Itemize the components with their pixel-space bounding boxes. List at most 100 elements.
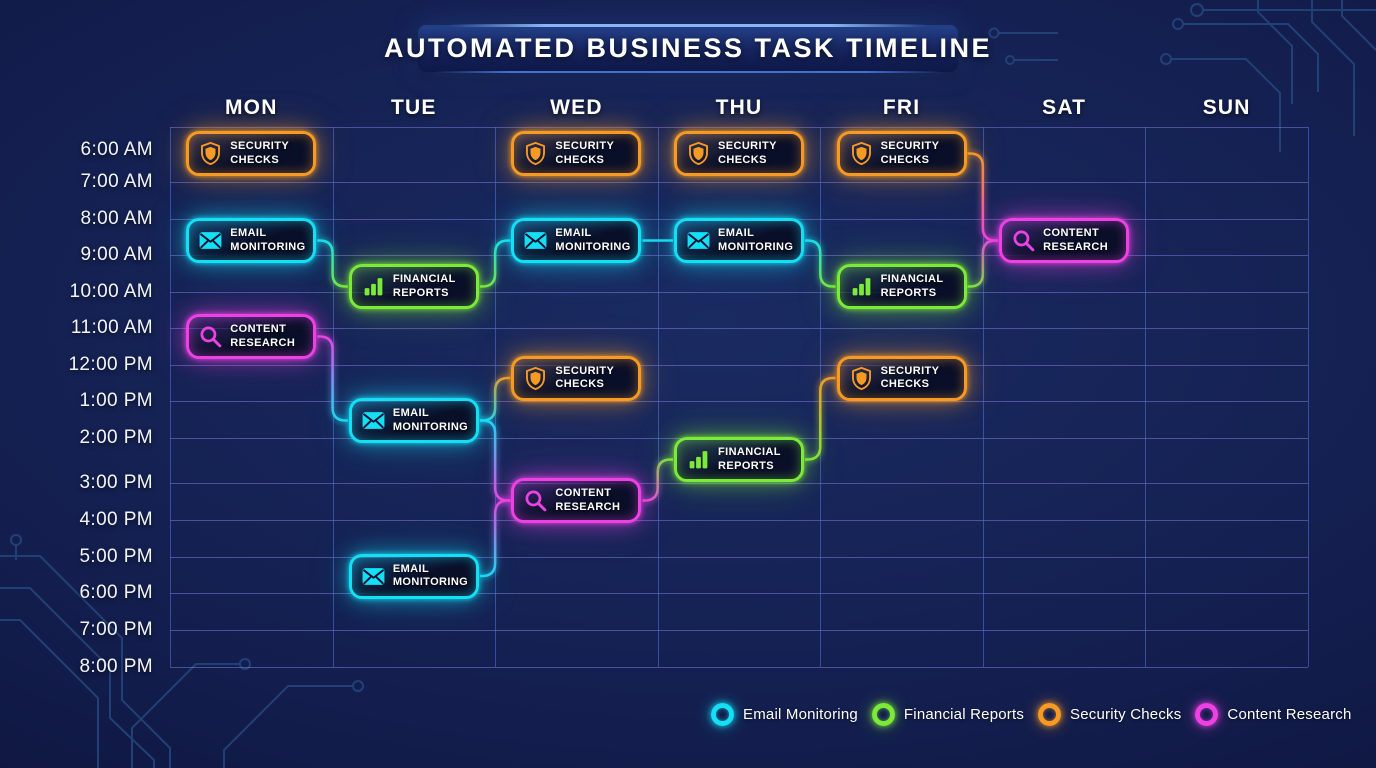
grid-vline	[657, 127, 659, 667]
grid-vline	[820, 127, 822, 667]
task-card-thu-email-8am: EMAIL MONITORING	[674, 218, 804, 263]
legend-label: Content Research	[1227, 706, 1352, 723]
time-label: 1:00 PM	[79, 390, 153, 411]
ring-icon	[1038, 703, 1062, 726]
legend-item-security: Security Checks	[1038, 703, 1181, 726]
task-card-label: SECURITY CHECKS	[718, 140, 777, 166]
ring-icon	[871, 703, 895, 726]
task-card-label: EMAIL MONITORING	[230, 227, 306, 253]
bar-chart-icon	[361, 274, 386, 299]
ring-icon	[1195, 703, 1219, 726]
envelope-icon	[361, 408, 386, 433]
magnifier-icon	[523, 488, 548, 513]
grid-hline	[170, 127, 1308, 128]
schedule-grid	[170, 127, 1309, 668]
task-card-label: SECURITY CHECKS	[230, 140, 290, 166]
magnifier-icon	[1011, 228, 1036, 253]
grid-hline	[170, 667, 1308, 668]
task-card-label: CONTENT RESEARCH	[555, 487, 621, 513]
bar-chart-icon	[849, 274, 874, 299]
time-label: 7:00 AM	[80, 171, 153, 192]
legend-label: Security Checks	[1070, 706, 1182, 723]
envelope-icon	[686, 228, 711, 253]
task-card-wed-security-12pm: SECURITY CHECKS	[511, 355, 642, 401]
legend-item-email: Email Monitoring	[711, 703, 858, 726]
grid-hline	[170, 291, 1308, 293]
day-header-fri: FRI	[882, 96, 921, 119]
task-card-tue-financial-9am: FINANCIAL REPORTS	[348, 264, 479, 309]
shield-icon	[849, 141, 874, 166]
task-card-label: CONTENT RESEARCH	[230, 323, 296, 349]
task-card-thu-financial-2pm: FINANCIAL REPORTS	[674, 437, 804, 482]
grid-hline	[170, 483, 1308, 484]
task-card-label: EMAIL MONITORING	[718, 227, 794, 253]
task-card-tue-email-1pm: EMAIL MONITORING	[348, 398, 479, 443]
grid-hline	[170, 401, 1308, 402]
magnifier-icon	[198, 324, 223, 349]
grid-hline	[170, 556, 1308, 558]
legend-item-content: Content Research	[1195, 703, 1351, 726]
envelope-icon	[198, 228, 223, 253]
task-card-tue-email-5pm: EMAIL MONITORING	[348, 553, 479, 599]
envelope-icon	[361, 564, 386, 589]
grid-vline	[982, 127, 984, 667]
time-label: 8:00 AM	[80, 207, 153, 229]
day-header-thu: THU	[715, 96, 763, 119]
grid-vline	[332, 127, 334, 667]
time-label: 4:00 PM	[79, 509, 153, 530]
task-card-label: SECURITY CHECKS	[555, 364, 615, 390]
title-banner: AUTOMATED BUSINESS TASK TIMELINE	[384, 24, 990, 73]
task-card-fri-financial-9am: FINANCIAL REPORTS	[836, 264, 967, 309]
task-card-label: SECURITY CHECKS	[880, 140, 940, 166]
task-card-fri-security-12pm: SECURITY CHECKS	[836, 355, 967, 401]
task-card-label: CONTENT RESEARCH	[1043, 227, 1109, 253]
legend-label: Financial Reports	[903, 706, 1025, 723]
grid-hline	[170, 328, 1308, 329]
page-title: AUTOMATED BUSINESS TASK TIMELINE	[383, 33, 993, 63]
task-card-label: EMAIL MONITORING	[555, 227, 631, 253]
grid-hline	[170, 630, 1308, 631]
time-label: 12:00 PM	[68, 353, 153, 375]
task-card-wed-email-8am: EMAIL MONITORING	[511, 218, 642, 263]
legend-item-financial: Financial Reports	[871, 703, 1025, 726]
day-header-sat: SAT	[1042, 96, 1087, 119]
task-card-label: FINANCIAL REPORTS	[718, 446, 781, 472]
grid-vline	[170, 127, 171, 667]
time-label: 5:00 PM	[79, 545, 153, 567]
shield-icon	[686, 141, 711, 166]
task-card-wed-content-3pm: CONTENT RESEARCH	[511, 478, 642, 523]
task-card-thu-security-6am: SECURITY CHECKS	[674, 131, 804, 176]
time-label: 8:00 PM	[79, 656, 153, 677]
day-header-tue: TUE	[391, 96, 437, 119]
task-card-mon-security-6am: SECURITY CHECKS	[186, 131, 317, 176]
shield-icon	[849, 366, 874, 391]
grid-vline	[1145, 127, 1147, 667]
time-label: 2:00 PM	[79, 427, 153, 448]
grid-hline	[170, 364, 1308, 366]
time-label: 6:00 PM	[79, 582, 153, 603]
time-label: 3:00 PM	[79, 472, 153, 493]
ring-icon	[711, 703, 734, 726]
task-card-mon-content-11am: CONTENT RESEARCH	[186, 314, 317, 359]
task-card-fri-security-6am: SECURITY CHECKS	[836, 131, 967, 176]
day-header-wed: WED	[550, 96, 603, 119]
grid-hline	[170, 182, 1308, 183]
bar-chart-icon	[686, 447, 711, 472]
task-card-label: SECURITY CHECKS	[880, 364, 940, 390]
task-card-label: FINANCIAL REPORTS	[392, 273, 456, 299]
time-label: 9:00 AM	[80, 244, 153, 265]
time-label: 10:00 AM	[69, 280, 153, 302]
grid-vline	[495, 127, 497, 667]
task-card-sat-content-8am: CONTENT RESEARCH	[999, 218, 1130, 263]
legend: Email Monitoring Financial Reports Securit…	[711, 703, 1352, 726]
task-card-mon-email-8am: EMAIL MONITORING	[186, 218, 317, 263]
task-card-label: FINANCIAL REPORTS	[880, 273, 944, 299]
shield-icon	[523, 141, 548, 166]
grid-hline	[170, 593, 1308, 594]
task-card-wed-security-6am: SECURITY CHECKS	[511, 131, 642, 176]
day-header-mon: MON	[224, 96, 278, 119]
time-label: 7:00 PM	[79, 619, 153, 640]
shield-icon	[198, 141, 223, 166]
